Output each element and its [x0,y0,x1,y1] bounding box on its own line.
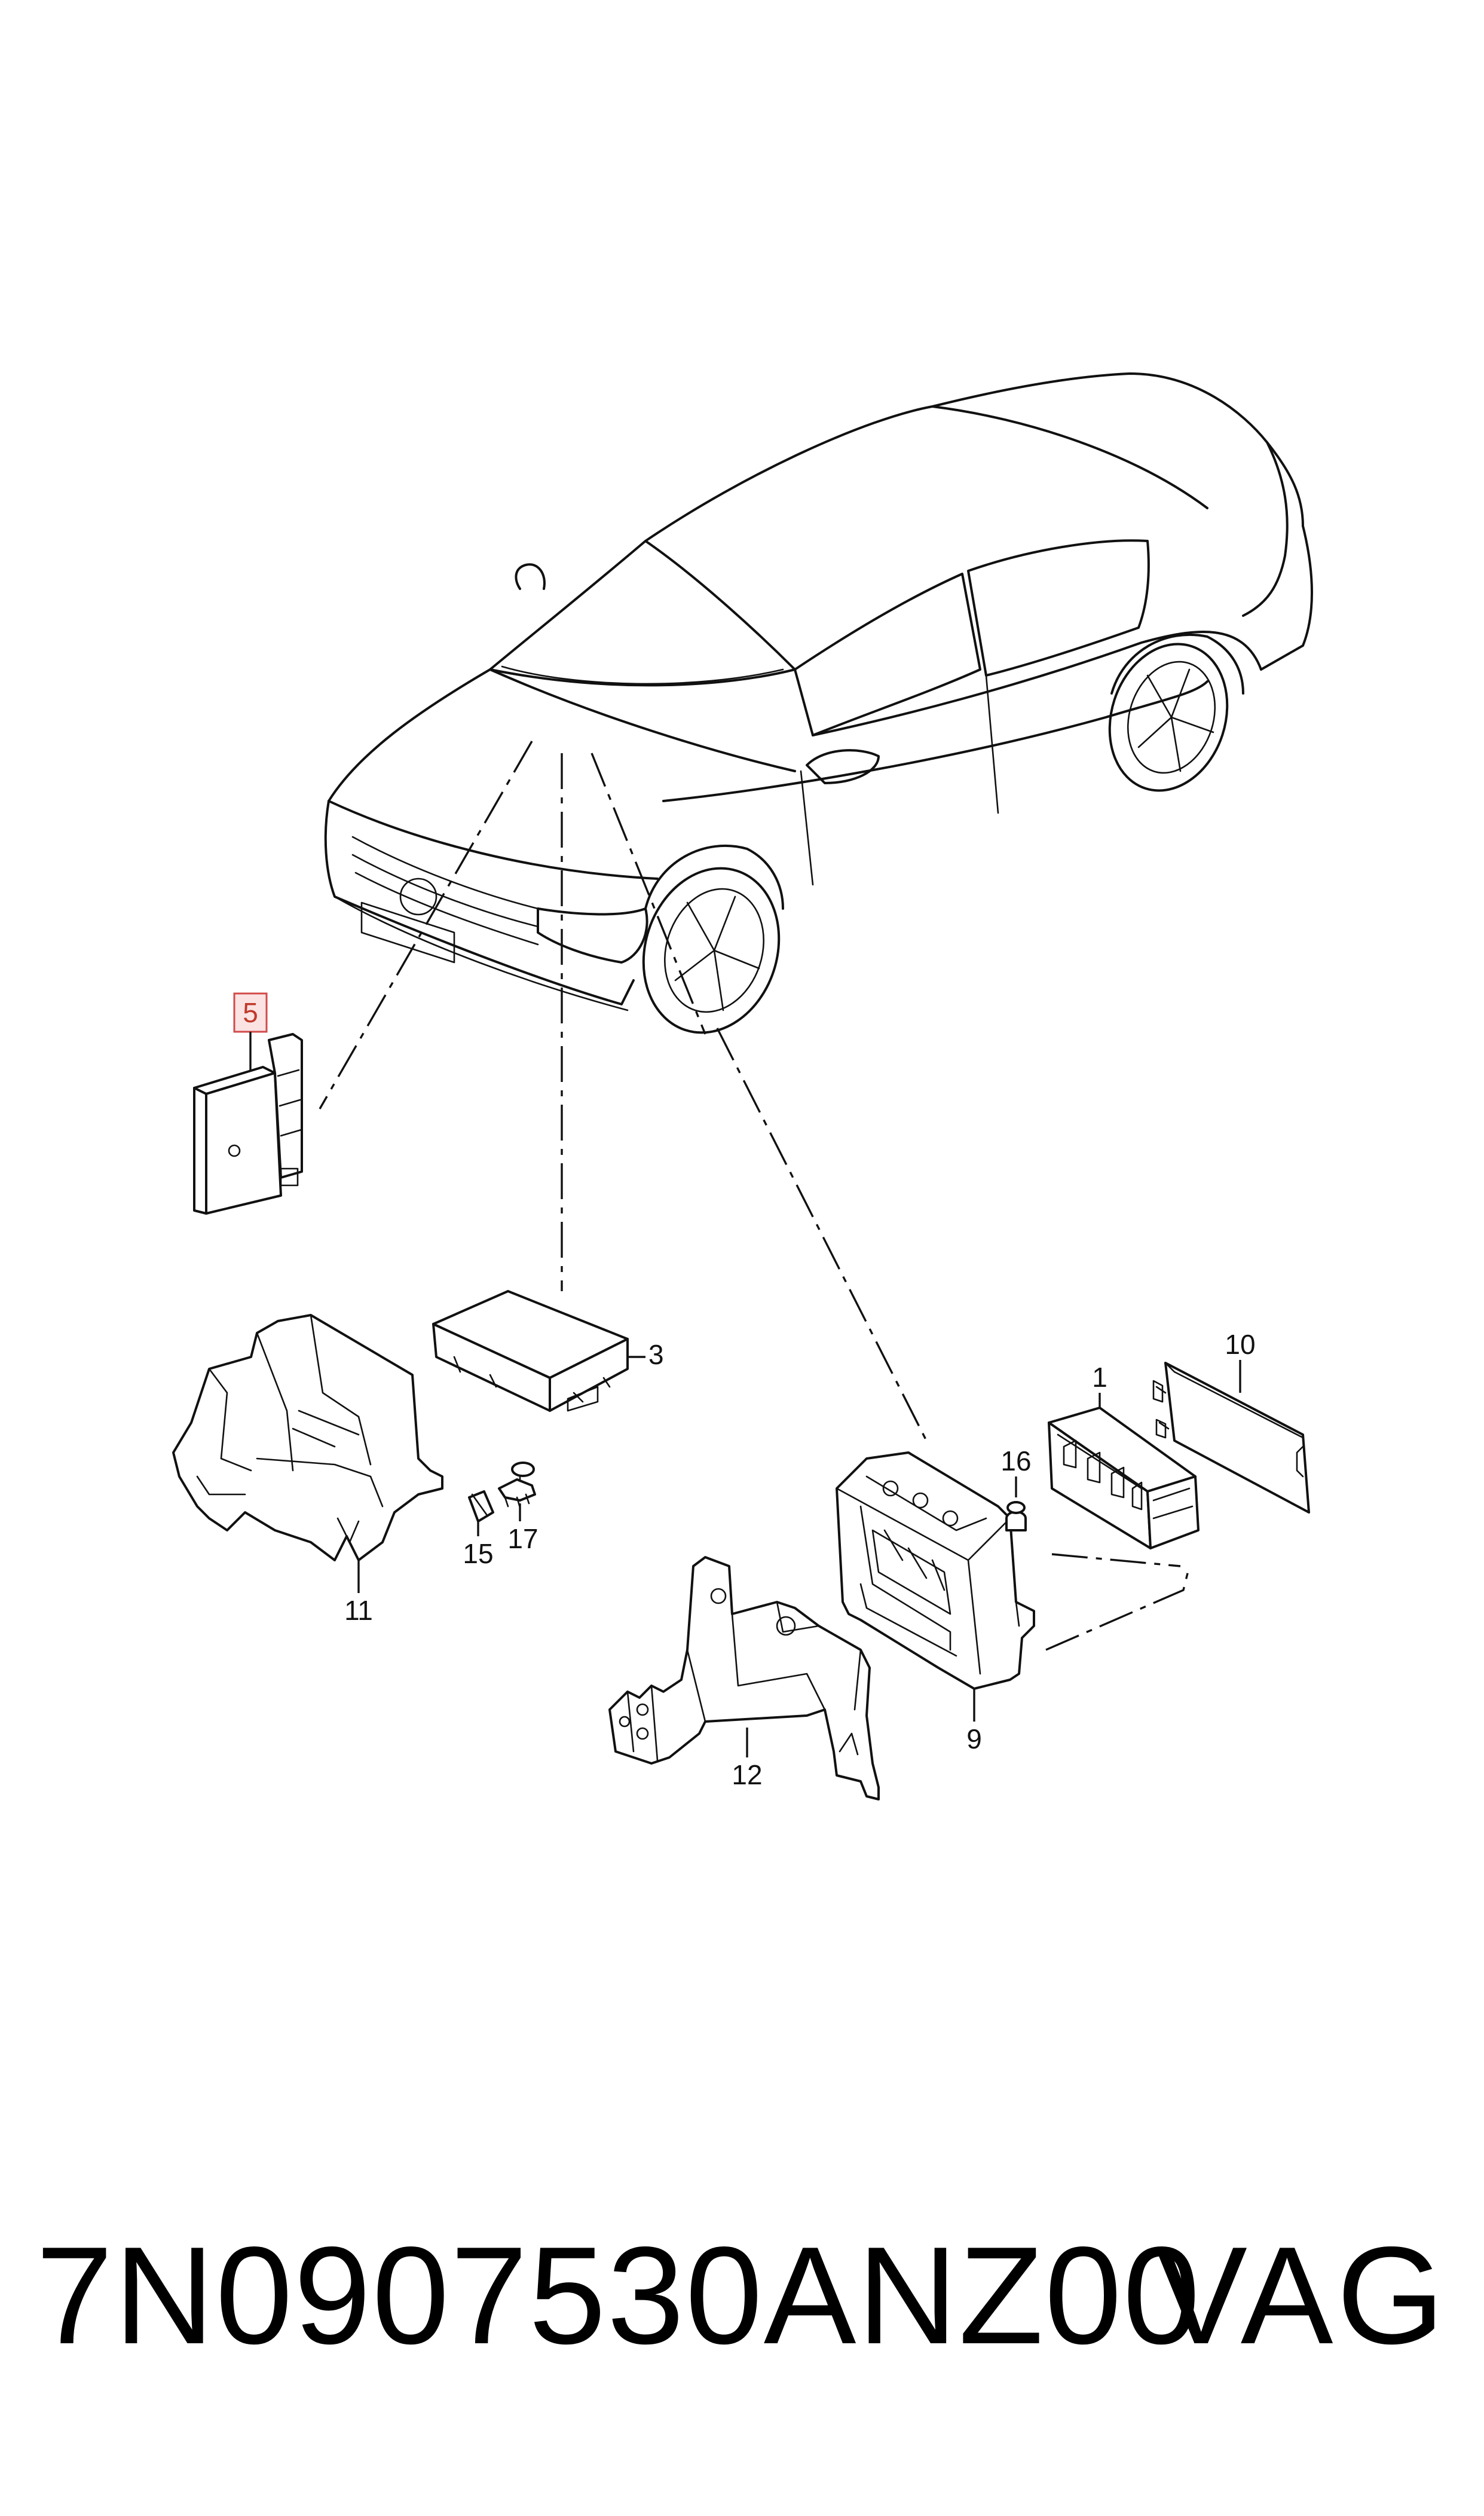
part-5-control-unit[interactable] [193,1033,303,1215]
callout-16[interactable]: 16 [1000,1445,1031,1476]
callouts: 5 3 11 15 17 12 9 16 1 10 [233,992,1256,1790]
callout-17[interactable]: 17 [507,1523,538,1554]
callout-12[interactable]: 12 [732,1759,762,1790]
part-12-bracket[interactable] [608,1556,880,1800]
part-11-bracket[interactable] [172,1314,443,1593]
callout-15[interactable]: 15 [463,1538,493,1569]
leader-lines [319,741,1191,1651]
part-number: 7N0907530ANZ00 [36,2218,1201,2373]
callout-5[interactable]: 5 [243,997,258,1028]
part-10-plate[interactable] [1152,1360,1310,1514]
callout-3[interactable]: 3 [648,1339,664,1370]
callout-11[interactable]: 11 [344,1595,373,1626]
callout-1[interactable]: 1 [1092,1362,1107,1393]
part-1-relay-carrier[interactable] [1048,1393,1200,1549]
brand-label: VAG [1155,2218,1448,2373]
callout-5-highlight-box [233,992,268,1033]
part-16-nut[interactable] [1005,1476,1027,1531]
callout-10[interactable]: 10 [1225,1329,1255,1360]
car-illustration [324,372,1313,1034]
part-9-frame-holder[interactable] [836,1451,1035,1722]
part-17-screw[interactable] [498,1462,536,1521]
callout-9[interactable]: 9 [966,1723,982,1754]
part-3-module[interactable] [432,1290,629,1412]
part-15-clip-nut[interactable] [468,1490,494,1536]
